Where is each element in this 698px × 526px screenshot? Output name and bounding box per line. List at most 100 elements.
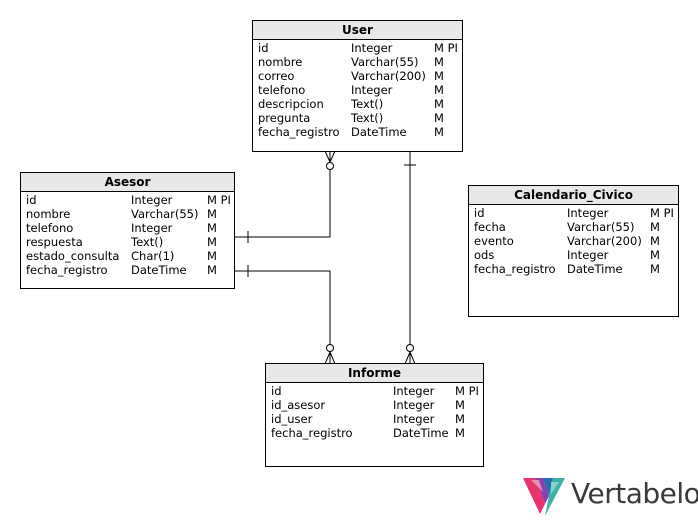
attribute-type: Char(1) [131, 249, 175, 263]
entity-title: Calendario_Civico [469, 186, 678, 205]
attribute-name: id [271, 384, 282, 398]
attribute-row[interactable]: id_asesor Integer M [266, 398, 483, 412]
attribute-flags: M [207, 207, 217, 221]
attribute-name: ods [474, 248, 495, 262]
attribute-name: nombre [26, 207, 71, 221]
attribute-type: Integer [351, 83, 393, 97]
attribute-type: Integer [393, 398, 435, 412]
attribute-flags: M [434, 125, 444, 139]
attribute-name: telefono [26, 221, 74, 235]
attribute-row[interactable]: ods Integer M [469, 248, 678, 262]
attribute-name: descripcion [258, 97, 324, 111]
attribute-name: fecha_registro [271, 426, 353, 440]
attribute-name: fecha_registro [258, 125, 340, 139]
attribute-type: Text() [131, 235, 164, 249]
vertabelo-logo: Vertabelo [521, 474, 698, 520]
attribute-type: Varchar(200) [351, 69, 426, 83]
attribute-type: Text() [351, 111, 384, 125]
vertabelo-wordmark: Vertabelo [571, 477, 698, 510]
relation-asesor-informe [235, 265, 336, 365]
attribute-row[interactable]: fecha_registro DateTime M [266, 426, 483, 440]
attribute-row[interactable]: id_user Integer M [266, 412, 483, 426]
attribute-type: Integer [393, 384, 435, 398]
attribute-type: DateTime [131, 263, 187, 277]
attribute-name: fecha_registro [474, 262, 556, 276]
attribute-name: pregunta [258, 111, 311, 125]
attribute-name: evento [474, 234, 514, 248]
attribute-row[interactable]: evento Varchar(200) M [469, 234, 678, 248]
attribute-row[interactable]: nombre Varchar(55) M [253, 55, 462, 69]
attribute-flags: M [207, 249, 217, 263]
attribute-row[interactable]: telefono Integer M [253, 83, 462, 97]
attribute-type: Integer [567, 206, 609, 220]
attribute-name: nombre [258, 55, 303, 69]
entity-title: User [253, 21, 462, 40]
attribute-flags: M PI [650, 206, 674, 220]
attribute-name: respuesta [26, 235, 83, 249]
attribute-row[interactable]: id Integer M PI [21, 193, 234, 207]
attribute-flags: M [650, 220, 660, 234]
attribute-flags: M PI [434, 41, 458, 55]
attribute-row[interactable]: estado_consulta Char(1) M [21, 249, 234, 263]
attribute-name: id [474, 206, 485, 220]
relation-user-informe [404, 151, 416, 365]
attribute-name: estado_consulta [26, 249, 120, 263]
attribute-row[interactable]: telefono Integer M [21, 221, 234, 235]
attribute-flags: M [207, 235, 217, 249]
attribute-flags: M [207, 221, 217, 235]
attribute-name: fecha_registro [26, 263, 108, 277]
attribute-type: Integer [393, 412, 435, 426]
entity-title: Informe [266, 364, 483, 383]
attribute-type: Varchar(200) [567, 234, 642, 248]
attribute-flags: M [434, 69, 444, 83]
attribute-flags: M [650, 234, 660, 248]
attribute-type: Integer [567, 248, 609, 262]
attribute-row[interactable]: correo Varchar(200) M [253, 69, 462, 83]
attribute-type: Text() [351, 97, 384, 111]
attribute-name: id [258, 41, 269, 55]
attribute-row[interactable]: fecha_registro DateTime M [253, 125, 462, 139]
attribute-row[interactable]: pregunta Text() M [253, 111, 462, 125]
attribute-row[interactable]: nombre Varchar(55) M [21, 207, 234, 221]
attribute-type: Varchar(55) [131, 207, 199, 221]
attribute-type: Varchar(55) [567, 220, 635, 234]
vertabelo-mark-icon [523, 478, 565, 516]
attribute-type: Integer [131, 193, 173, 207]
attribute-name: fecha [474, 220, 506, 234]
attribute-row[interactable]: respuesta Text() M [21, 235, 234, 249]
attribute-name: id_asesor [271, 398, 326, 412]
attribute-type: DateTime [351, 125, 407, 139]
attribute-name: correo [258, 69, 295, 83]
attribute-flags: M [455, 412, 465, 426]
attribute-name: telefono [258, 83, 306, 97]
attribute-flags: M [434, 111, 444, 125]
attribute-type: Varchar(55) [351, 55, 419, 69]
attribute-row[interactable]: id Integer M PI [469, 206, 678, 220]
entity-title: Asesor [21, 173, 234, 192]
attribute-flags: M PI [207, 193, 231, 207]
attribute-name: id [26, 193, 37, 207]
attribute-row[interactable]: fecha Varchar(55) M [469, 220, 678, 234]
attribute-flags: M [455, 398, 465, 412]
attribute-flags: M [434, 83, 444, 97]
attribute-type: Integer [131, 221, 173, 235]
attribute-type: DateTime [393, 426, 449, 440]
attribute-flags: M [455, 426, 465, 440]
attribute-flags: M [434, 55, 444, 69]
attribute-name: id_user [271, 412, 313, 426]
attribute-flags: M [650, 248, 660, 262]
